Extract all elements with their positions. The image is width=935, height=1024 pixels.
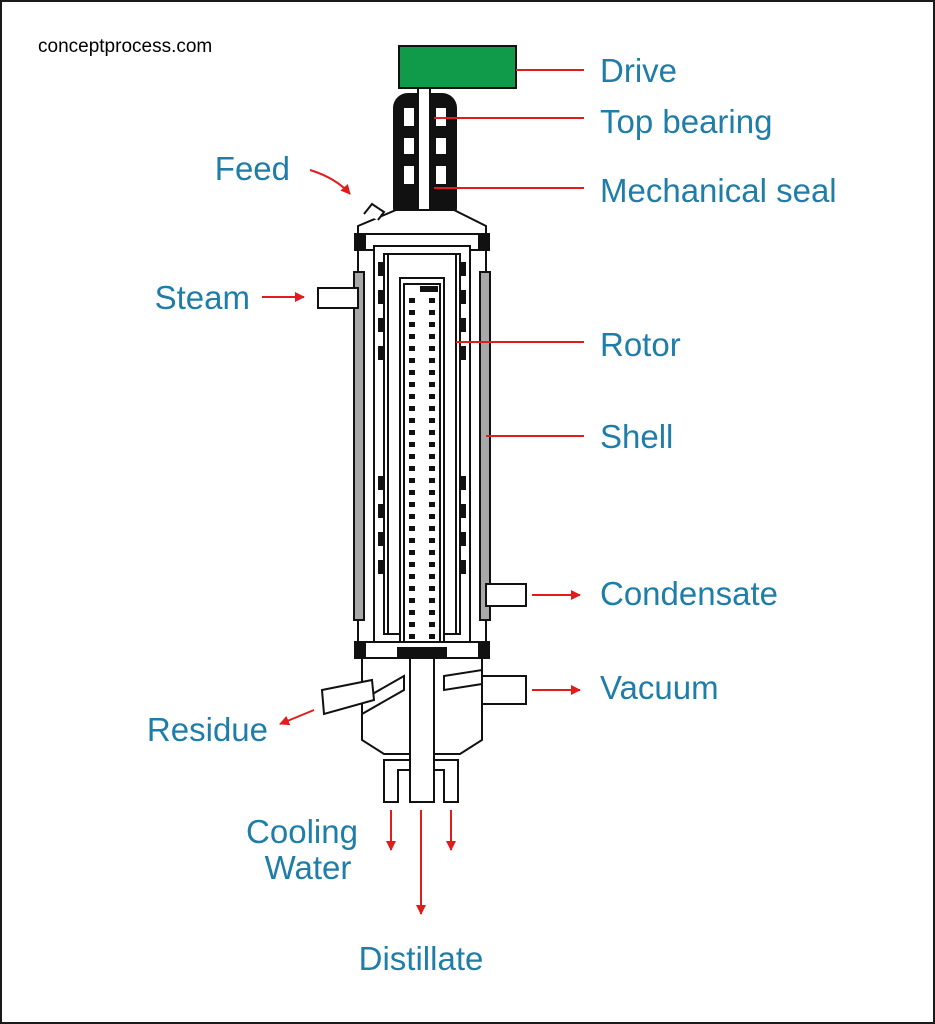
label-drive: Drive [600, 52, 677, 89]
label-cooling-line1: Cooling [246, 813, 358, 850]
label-residue: Residue [147, 711, 268, 748]
watermark: conceptprocess.com [38, 36, 213, 57]
label-cooling-line2: Water [265, 849, 352, 886]
condenser-coils [409, 298, 435, 639]
drive-motor [398, 45, 517, 89]
label-shell: Shell [600, 418, 673, 455]
steam-nozzle [317, 287, 359, 309]
arrow-residue [279, 709, 315, 726]
label-rotor: Rotor [600, 326, 681, 363]
cooling-pipe-right [433, 759, 459, 803]
distillate-pipe [409, 657, 435, 803]
label-steam: Steam [155, 279, 250, 316]
label-condensate: Condensate [600, 575, 778, 612]
arrow-feed [309, 169, 351, 195]
label-distillate: Distillate [359, 940, 484, 977]
labels: Drive Top bearing Mechanical seal Feed S… [147, 52, 837, 977]
leaders [262, 69, 584, 915]
label-vacuum: Vacuum [600, 669, 719, 706]
vacuum-nozzle [481, 675, 527, 705]
heating-jacket-left [353, 271, 365, 621]
label-mechanical-seal: Mechanical seal [600, 172, 837, 209]
label-feed: Feed [215, 150, 290, 187]
heating-jacket-right [479, 271, 491, 621]
feed-nozzle [363, 202, 386, 221]
label-top-bearing: Top bearing [600, 103, 772, 140]
residue-collector [361, 674, 405, 716]
wiper-blades [378, 262, 466, 574]
apparatus [317, 45, 527, 803]
cooling-pipe-left [383, 759, 411, 803]
condensate-nozzle [485, 583, 527, 607]
residue-nozzle [320, 678, 376, 716]
